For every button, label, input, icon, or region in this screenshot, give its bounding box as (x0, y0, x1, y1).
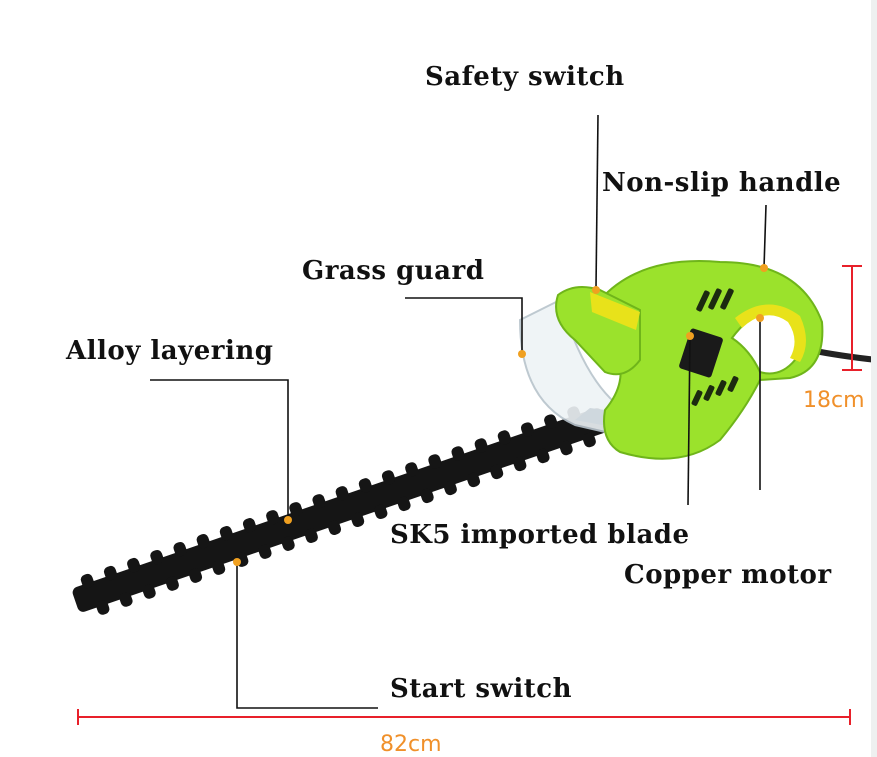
right-edge-strip (871, 0, 877, 757)
label-start-switch: Start switch (390, 674, 573, 704)
blade-tooth (351, 512, 365, 528)
height-dimension-line (842, 265, 862, 371)
vents (691, 288, 739, 406)
blade-tooth (142, 584, 156, 599)
blade-tooth (212, 560, 226, 575)
blade-tooth (281, 536, 295, 551)
length-dimension-line (77, 709, 851, 725)
blade-tooth (119, 592, 133, 607)
leader-lines (150, 114, 767, 709)
height-dimension-label: 18cm (803, 388, 865, 413)
blade-tooth (497, 430, 511, 445)
blade (72, 406, 608, 615)
label-sk5-blade: SK5 imported blade (390, 520, 690, 550)
blade-tooth (397, 496, 411, 512)
blade-tooth (536, 448, 550, 464)
label-safety-switch: Safety switch (425, 62, 625, 92)
blade-tooth (289, 502, 303, 517)
blade-tooth (451, 446, 465, 461)
blade-tooth (127, 557, 141, 573)
blade-tooth (80, 573, 94, 589)
blade-tooth (374, 504, 388, 520)
blade-tooth (443, 480, 457, 496)
blade-tooth (173, 541, 187, 557)
blade-tooth (474, 438, 488, 453)
blade-tooth (258, 544, 272, 559)
marker-dots (233, 264, 768, 566)
blade-tooth (381, 470, 396, 485)
safety-switch-grip (590, 292, 640, 330)
blade-tooth (150, 549, 164, 565)
blade-tooth (327, 520, 342, 535)
blade-tooth (490, 464, 504, 480)
blade-tooth (242, 518, 257, 533)
blade-tooth (312, 494, 326, 509)
label-grass-guard: Grass guard (302, 256, 485, 286)
length-dimension-label: 82cm (380, 732, 442, 757)
blade-tooth (405, 462, 419, 477)
label-alloy-layering: Alloy layering (66, 336, 274, 366)
blade-tooth (428, 454, 442, 469)
blade-tooth (358, 478, 372, 493)
blade-tooth (520, 422, 535, 437)
blade-tooth (559, 440, 573, 456)
label-non-slip-handle: Non-slip handle (602, 168, 842, 198)
blade-tooth (96, 600, 110, 615)
blade-tooth (103, 565, 118, 581)
blade-tooth (188, 568, 203, 583)
blade-tooth (196, 534, 210, 549)
blade-tooth (420, 488, 434, 504)
handle-grip (735, 304, 806, 362)
blade-tooth (466, 472, 481, 488)
blade-tooth (304, 528, 318, 543)
blade-tooth (165, 576, 179, 591)
blade-tooth (335, 486, 349, 501)
blade-tooth (544, 414, 558, 429)
blade-tooth (266, 510, 280, 525)
label-copper-motor: Copper motor (624, 560, 832, 590)
blade-tooth (219, 526, 233, 541)
blade-tooth (513, 456, 527, 472)
blade-tooth (582, 432, 596, 448)
